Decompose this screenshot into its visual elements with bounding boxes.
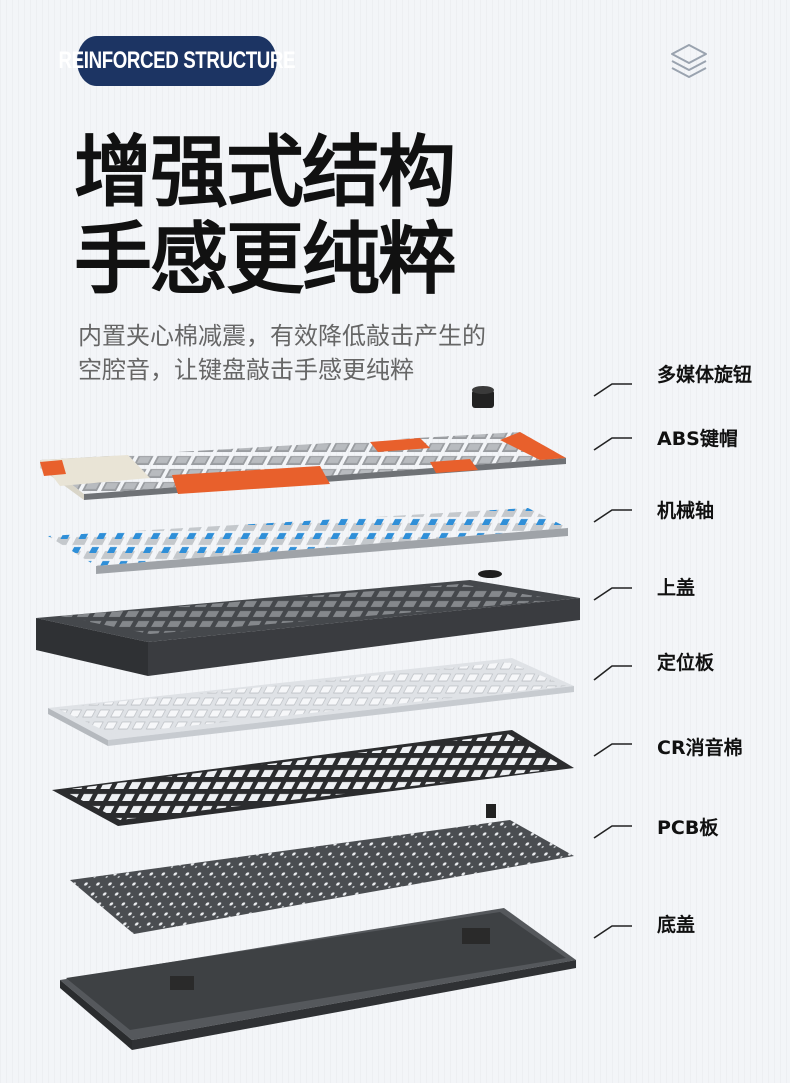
- description-line-2: 空腔音，让键盘敲击手感更纯粹: [78, 356, 414, 384]
- headline-line-1: 增强式结构: [74, 128, 456, 218]
- pcb-layer: [70, 804, 574, 934]
- label-top-case: 上盖: [657, 577, 696, 599]
- media-knob: [472, 386, 494, 408]
- headline-line-2: 手感更纯粹: [74, 215, 456, 305]
- description-line-1: 内置夹心棉减震，有效降低敲击产生的: [78, 322, 486, 350]
- label-positioning-plate: 定位板: [657, 652, 715, 674]
- leader-lines: [593, 383, 632, 939]
- foam-layer: [52, 730, 574, 826]
- label-bottom-case: 底盖: [657, 914, 696, 936]
- label-pcb: PCB板: [657, 817, 719, 839]
- section-badge: REINFORCED STRUCTURE: [59, 36, 296, 86]
- label-cr-foam: CR消音棉: [657, 737, 743, 759]
- label-media-knob: 多媒体旋钮: [657, 364, 753, 386]
- label-abs-keycaps: ABS键帽: [657, 428, 738, 450]
- plate-layer: [48, 658, 574, 746]
- switches-layer: [48, 508, 568, 574]
- layers-icon: [671, 44, 707, 78]
- bottom-case-layer: [60, 908, 576, 1050]
- label-mechanical-switches: 机械轴: [657, 500, 715, 522]
- top-case-layer: [36, 570, 580, 676]
- keycaps-layer: [40, 432, 566, 500]
